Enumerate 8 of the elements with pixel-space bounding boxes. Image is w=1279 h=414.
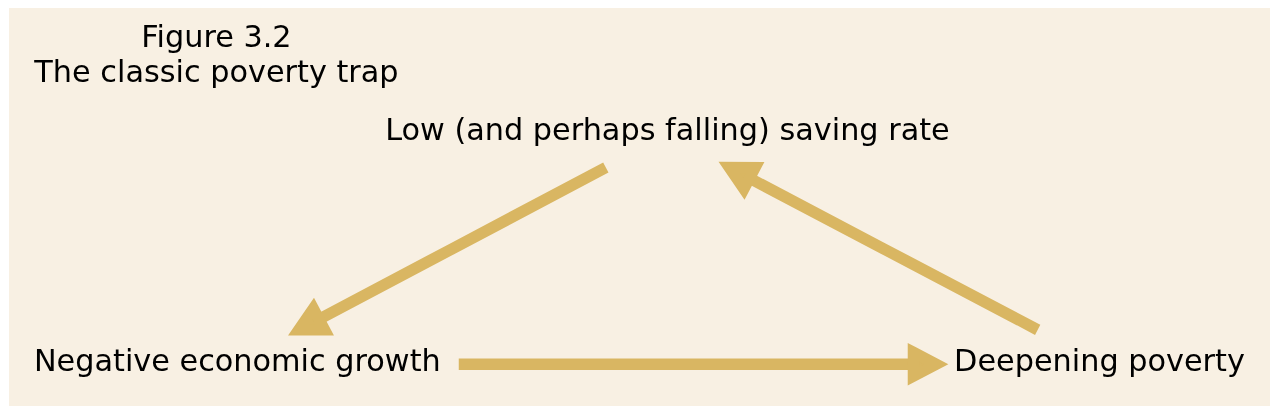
node-text: Low (and perhaps falling) saving rate	[385, 112, 950, 148]
caption: The classic poverty trap	[34, 53, 399, 89]
diagram-title: Figure 3.2	[141, 19, 292, 55]
node-text: Deepening poverty	[954, 343, 1245, 379]
arrow	[458, 342, 949, 386]
arrow	[288, 162, 609, 336]
arrow	[718, 161, 1041, 335]
node-text: Negative economic growth	[33, 343, 441, 379]
